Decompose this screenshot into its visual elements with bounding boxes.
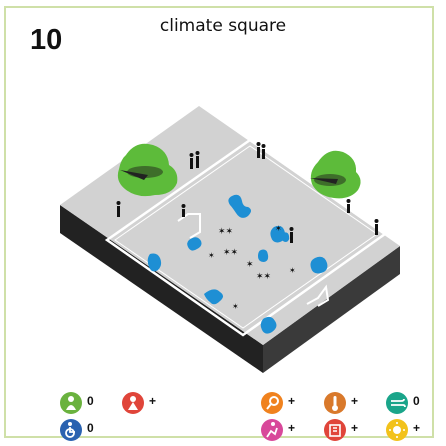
water-blob (260, 316, 277, 334)
yellow-sun-icon (386, 419, 408, 441)
legend-label: 0 (87, 421, 94, 435)
legend-label: + (288, 394, 296, 408)
legend-item-brown-thermometer: + (324, 392, 374, 416)
people-group: ✶✶ (256, 272, 271, 282)
legend-item-blue-wheelchair: 0 (60, 419, 110, 443)
ground-right-wall (263, 246, 400, 373)
tree-right (310, 150, 361, 199)
legend-item-red-building: + (324, 419, 374, 443)
red-person-icon (122, 392, 144, 414)
people: ✶✶ ✶✶ ✶ ✶ ✶✶ ✶ ✶ ✶ (116, 142, 379, 311)
legend-label: 0 (413, 394, 420, 408)
water-blob (187, 237, 202, 251)
green-person-icon (60, 392, 82, 414)
legend-label: 0 (87, 394, 94, 408)
legend-label: + (149, 394, 157, 408)
red-building-icon (324, 419, 346, 441)
people-group: ✶ (208, 251, 215, 260)
legend-label: + (351, 421, 359, 435)
people-group: ✶ (232, 302, 239, 311)
card-title: climate square (159, 16, 287, 36)
legend-item-teal-wind: 0 (386, 392, 432, 416)
legend-item-green-person: 0 (60, 392, 110, 416)
pink-activity-icon (261, 419, 283, 441)
legend-item-yellow-sun: + (386, 419, 432, 443)
people-group: ✶ (246, 260, 254, 270)
blue-wheelchair-icon (60, 419, 82, 441)
water-features (147, 194, 328, 334)
teal-wind-icon (386, 392, 408, 414)
ground-left-wall (60, 205, 263, 373)
legend-item-red-person: + (122, 392, 172, 416)
water-blob (282, 232, 290, 242)
tree-left (117, 143, 178, 197)
water-blob (270, 225, 286, 243)
people-group: ✶✶ (218, 227, 233, 237)
water-blob (310, 256, 328, 274)
brown-thermometer-icon (324, 392, 346, 414)
legend-label: + (413, 421, 421, 435)
goal-right (306, 284, 330, 307)
legend-label: + (288, 421, 296, 435)
water-blob (204, 289, 223, 305)
legend-item-pink-activity: + (261, 419, 311, 443)
water-blob (258, 249, 269, 262)
people-group: ✶ (289, 266, 296, 275)
water-blob (147, 253, 162, 272)
water-blob (228, 194, 251, 218)
card-number: 10 (30, 24, 63, 56)
orange-tool-icon (261, 392, 283, 414)
legend-label: + (351, 394, 359, 408)
people-group: ✶✶ (223, 248, 238, 258)
people-group: ✶ (275, 224, 282, 233)
legend-item-orange-tool: + (261, 392, 311, 416)
court-outer-line (104, 138, 388, 337)
